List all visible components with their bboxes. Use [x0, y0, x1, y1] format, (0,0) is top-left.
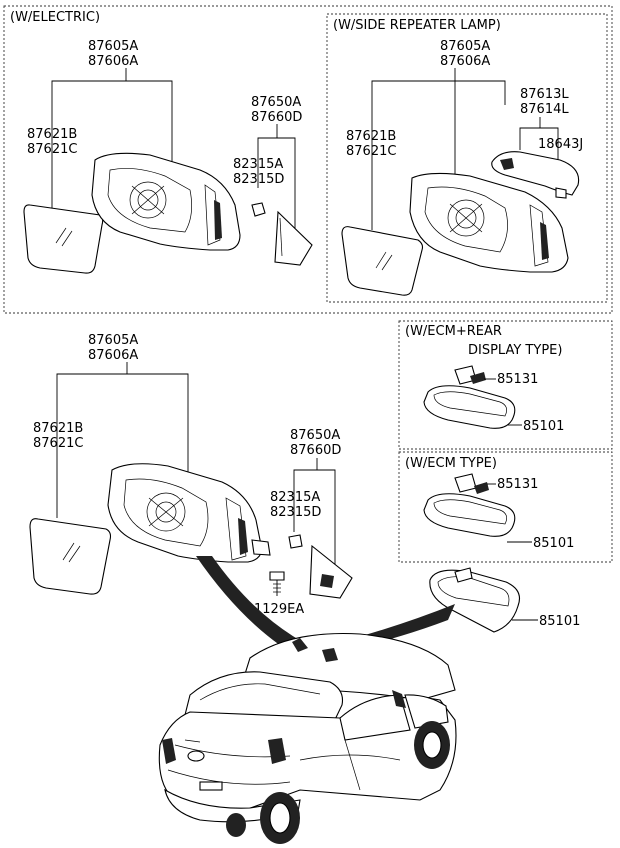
r2-cover: [454, 473, 477, 493]
ecm-group: 85131 85101: [423, 473, 574, 551]
m-grommet-label-2: 82315D: [270, 505, 321, 520]
side-repeater-title: (W/SIDE REPEATER LAMP): [333, 18, 501, 33]
electric-group: 87605A 87606A 87621B 87621C 87650A 87660…: [23, 39, 313, 274]
inside-mirror-group: 85101: [429, 567, 580, 633]
m-mirror-glass: [29, 518, 112, 595]
ecm-rear-group: 85131 85101: [423, 365, 564, 434]
r3-mirror-label: 85101: [539, 614, 580, 629]
e-grommet: [251, 202, 266, 217]
m-mirror-label-2: 87606A: [88, 348, 138, 363]
m-corner-cover: [309, 544, 353, 599]
e-glass-label-2: 87621C: [27, 142, 77, 157]
s-bulb-label: 18643J: [538, 137, 583, 152]
m-grommet: [288, 534, 303, 549]
r1-mirror-label: 85101: [523, 419, 564, 434]
e-glass-label-1: 87621B: [27, 127, 77, 142]
m-cover-label-2: 87660D: [290, 443, 341, 458]
r1-cover-label: 85131: [497, 372, 538, 387]
s-mirror-label-1: 87605A: [440, 39, 490, 54]
e-corner-cover: [274, 210, 313, 266]
s-glass-label-2: 87621C: [346, 144, 396, 159]
m-glass-label-1: 87621B: [33, 421, 83, 436]
s-bulb: [555, 187, 567, 199]
e-mirror-label-1: 87605A: [88, 39, 138, 54]
ecm-title: (W/ECM TYPE): [405, 456, 497, 471]
e-mirror-glass: [23, 204, 104, 274]
m-screw: [269, 571, 285, 596]
pointer-arrow-left: [196, 556, 302, 652]
s-mirror-glass: [341, 226, 424, 296]
ecm-rear-frame: [398, 320, 613, 450]
s-lamp-label-1: 87613L: [520, 87, 569, 102]
e-cover-label-1: 87650A: [251, 95, 301, 110]
e-grommet-label-2: 82315D: [233, 172, 284, 187]
side-repeater-frame: [326, 13, 608, 303]
m-mirror-housing: [107, 463, 271, 563]
s-mirror-housing: [409, 172, 569, 273]
r1-mirror: [423, 385, 516, 429]
e-cover-label-2: 87660D: [251, 110, 302, 125]
r2-mirror-label: 85101: [533, 536, 574, 551]
r2-cover-label: 85131: [497, 477, 538, 492]
e-mirror-label-2: 87606A: [88, 54, 138, 69]
electric-title: (W/ELECTRIC): [10, 10, 100, 25]
side-repeater-group: 87605A 87606A 87613L 87614L 18643J 87621…: [341, 39, 583, 296]
ecm-frame: [398, 451, 613, 563]
s-lamp-label-2: 87614L: [520, 102, 569, 117]
vehicle-illustration: [158, 556, 457, 844]
m-glass-label-2: 87621C: [33, 436, 83, 451]
m-cover-label-1: 87650A: [290, 428, 340, 443]
electric-section-frame: [3, 5, 613, 314]
main-group: 87605A 87606A 87621B 87621C 87650A 87660…: [29, 333, 353, 617]
m-mirror-label-1: 87605A: [88, 333, 138, 348]
e-mirror-housing: [91, 152, 241, 251]
m-screw-label: 1129EA: [254, 602, 304, 617]
m-grommet-label-1: 82315A: [270, 490, 320, 505]
ecm-rear-title-1: (W/ECM+REAR: [405, 324, 502, 339]
s-glass-label-1: 87621B: [346, 129, 396, 144]
s-repeater-lamp: [491, 151, 580, 196]
e-grommet-label-1: 82315A: [233, 157, 283, 172]
s-mirror-label-2: 87606A: [440, 54, 490, 69]
ecm-rear-title-2: DISPLAY TYPE): [468, 343, 562, 358]
r2-mirror: [423, 493, 516, 537]
